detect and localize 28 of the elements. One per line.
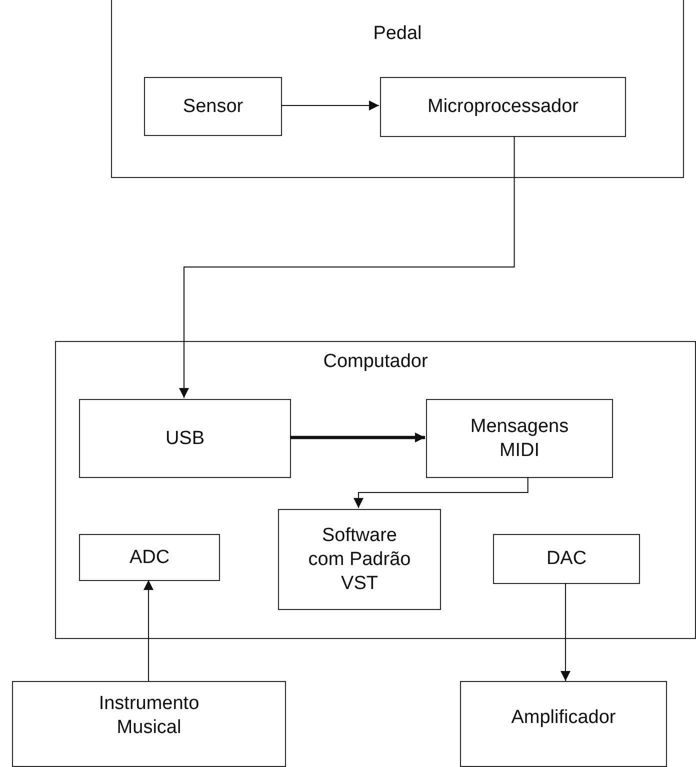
arrow [179, 136, 515, 398]
process-box [79, 534, 220, 581]
box-label: USB [164, 426, 206, 450]
box-label: DAC [545, 547, 588, 571]
group-box [111, 0, 684, 178]
process-box [493, 534, 640, 584]
group-title: Pedal [372, 22, 423, 46]
group-title: Computador [322, 350, 429, 374]
process-box [426, 399, 613, 478]
box-label: ADC [128, 546, 171, 570]
group-box [55, 341, 696, 639]
box-label: Amplificador [510, 706, 617, 730]
process-box [144, 77, 282, 136]
arrow [144, 580, 154, 682]
arrow [354, 476, 528, 508]
arrow [290, 432, 425, 442]
box-label: Mensagens MIDI [469, 414, 570, 462]
process-box [79, 399, 291, 478]
box-label: Software com Padrão VST [307, 524, 412, 596]
process-box [12, 681, 286, 767]
process-box [460, 681, 667, 767]
box-label: Microprocessador [426, 95, 580, 119]
arrow [280, 100, 380, 110]
box-label: Sensor [182, 94, 244, 118]
arrow [560, 582, 570, 682]
process-box [278, 509, 441, 610]
process-box [380, 77, 626, 137]
box-label: Instrumento Musical [98, 692, 200, 740]
